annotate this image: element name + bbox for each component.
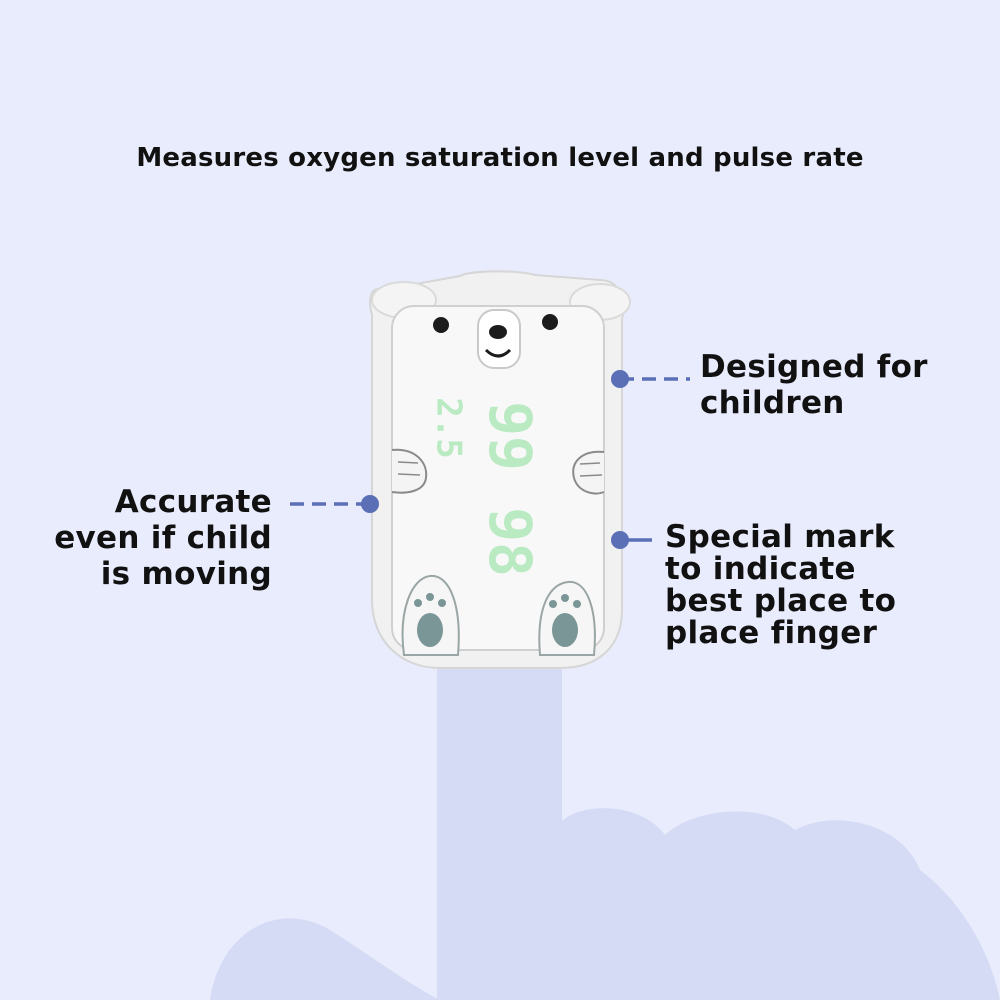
bear-eye-right-icon bbox=[542, 314, 558, 330]
paw-pad-left-icon bbox=[417, 613, 443, 647]
pi-readout: 2.5 bbox=[428, 397, 469, 459]
callout-line: children bbox=[700, 385, 845, 421]
paw-pad-right-icon bbox=[552, 613, 578, 647]
callout-dot-icon bbox=[611, 370, 629, 388]
oximeter-device bbox=[369, 270, 631, 669]
pulse-readout: 98 bbox=[475, 507, 544, 577]
callout-line: Designed for bbox=[700, 349, 928, 385]
callout-line: even if child bbox=[54, 520, 272, 556]
callout-line: Special mark bbox=[665, 519, 895, 555]
callout-line: is moving bbox=[100, 556, 272, 592]
callout-line: place finger bbox=[665, 615, 878, 651]
callout-accurate: Accurate even if child is moving bbox=[54, 484, 272, 592]
callout-designed: Designed for children bbox=[700, 349, 928, 421]
page-title: Measures oxygen saturation level and pul… bbox=[136, 143, 864, 173]
callout-line: best place to bbox=[665, 583, 897, 619]
callout-special-mark: Special mark to indicate best place to p… bbox=[665, 521, 896, 649]
finger-silhouette bbox=[210, 640, 1000, 1000]
callout-dot-icon bbox=[611, 531, 629, 549]
spo2-readout: 99 bbox=[475, 401, 544, 471]
power-button[interactable] bbox=[477, 309, 521, 369]
bear-eye-left-icon bbox=[433, 317, 449, 333]
callout-leaders bbox=[290, 370, 690, 549]
callout-line: to indicate bbox=[665, 551, 856, 587]
callout-dot-icon bbox=[361, 495, 379, 513]
callout-line: Accurate bbox=[114, 484, 272, 520]
bear-nose-icon bbox=[489, 325, 507, 339]
